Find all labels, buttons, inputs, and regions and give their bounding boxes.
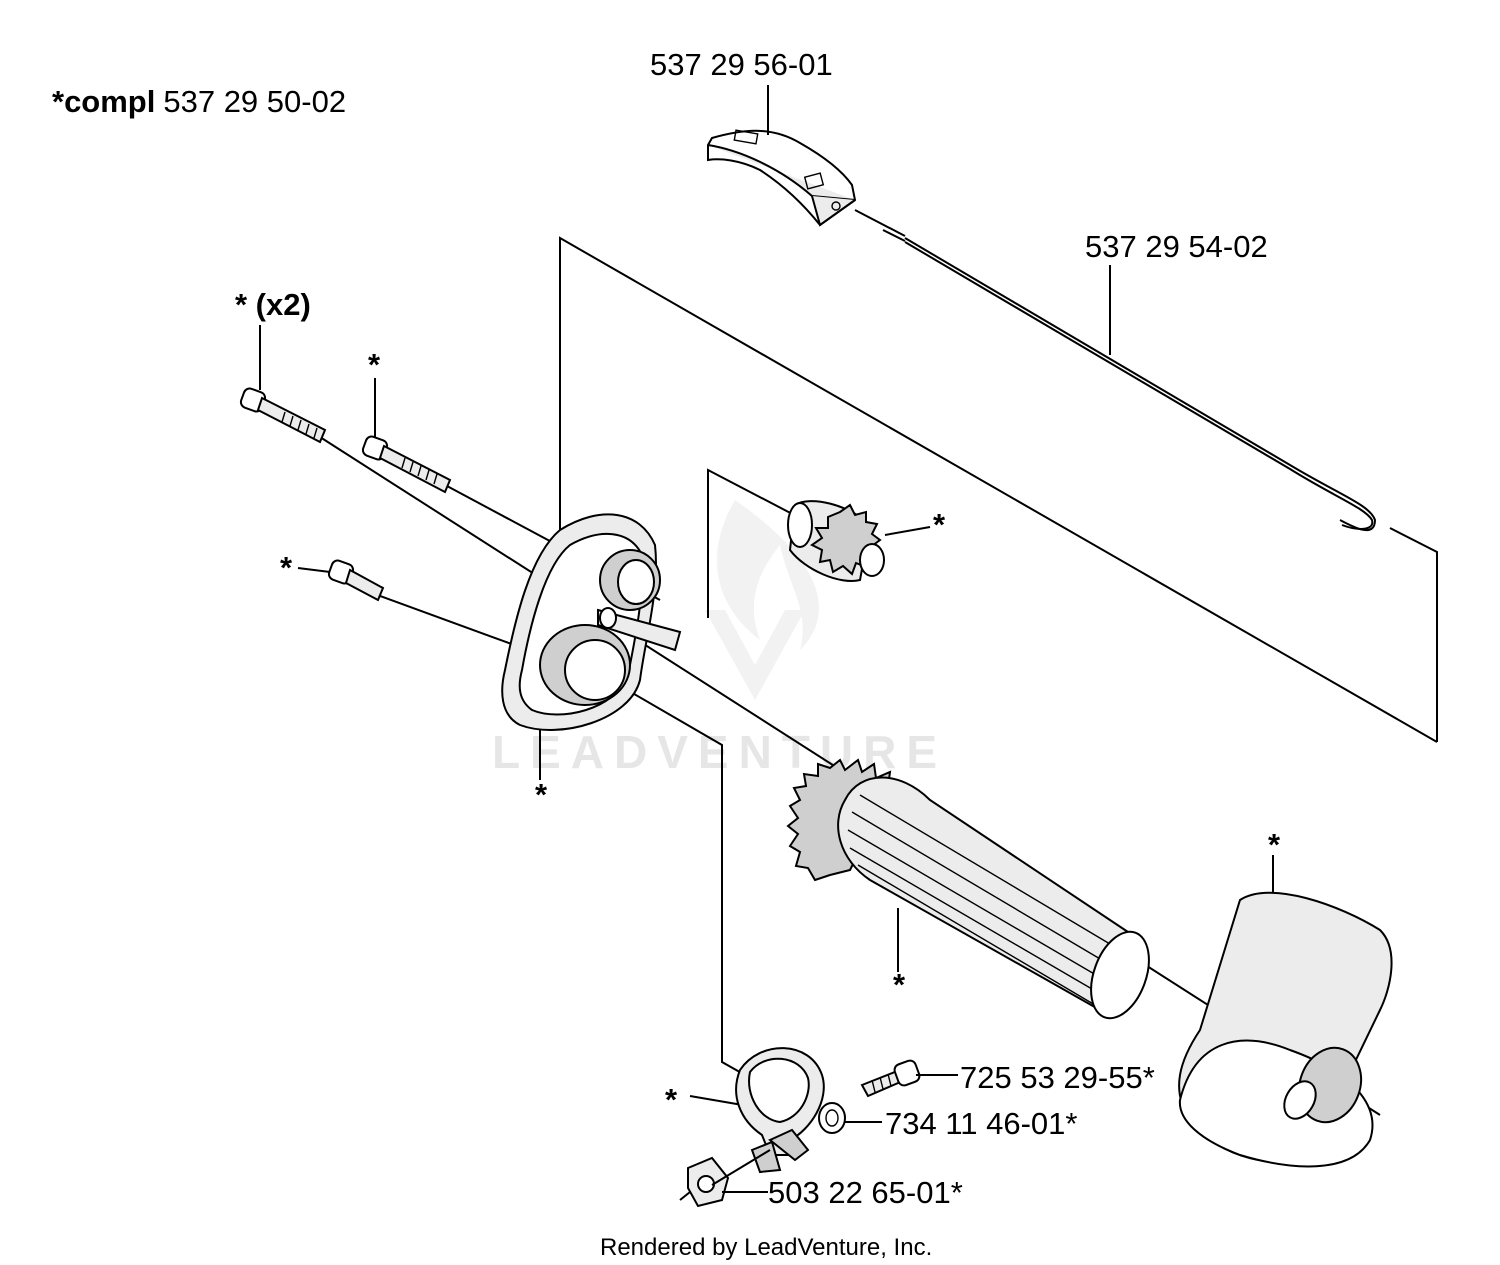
- grip-tube-label: *: [893, 967, 906, 1002]
- grip-tube: [786, 758, 1150, 1020]
- handle-cover-label: *: [1268, 827, 1281, 862]
- leadventure-watermark-logo: [705, 500, 819, 700]
- screw-lower: [327, 559, 385, 602]
- throttle-trigger-label: 537 29 56-01: [650, 47, 833, 82]
- kit-number: 537 29 50-02: [163, 84, 346, 119]
- handle-cover: [1178, 891, 1393, 1168]
- nut-label: 503 22 65-01*: [768, 1175, 963, 1210]
- screw-x2-label: * (x2): [235, 287, 311, 322]
- clamp-screw: [860, 1059, 958, 1098]
- watermark-text: LEADVENTURE: [492, 726, 947, 778]
- clamp-ring: [735, 1047, 825, 1174]
- washer: [818, 1102, 882, 1134]
- throttle-wire: [854, 209, 1377, 532]
- pinion-gear: [787, 500, 885, 582]
- screw-lower-label: *: [280, 550, 293, 585]
- assembly-bracket-lines: [559, 236, 1438, 743]
- kit-prefix: *compl: [52, 84, 155, 119]
- screw-x2: [239, 387, 327, 444]
- throttle-wire-label: 537 29 54-02: [1085, 229, 1268, 264]
- washer-label: 734 11 46-01*: [885, 1106, 1077, 1141]
- screw-upper-label: *: [368, 347, 381, 382]
- footer-credit: Rendered by LeadVenture, Inc.: [600, 1234, 932, 1261]
- pinion-gear-label: *: [933, 507, 946, 542]
- screw-upper: [361, 435, 452, 494]
- handle-plate: [501, 513, 682, 731]
- clamp-screw-label: 725 53 29-55*: [960, 1060, 1155, 1095]
- nut: [679, 1149, 771, 1208]
- handle-plate-label: *: [535, 777, 548, 812]
- clamp-ring-label: *: [665, 1082, 678, 1117]
- throttle-trigger: [707, 129, 857, 227]
